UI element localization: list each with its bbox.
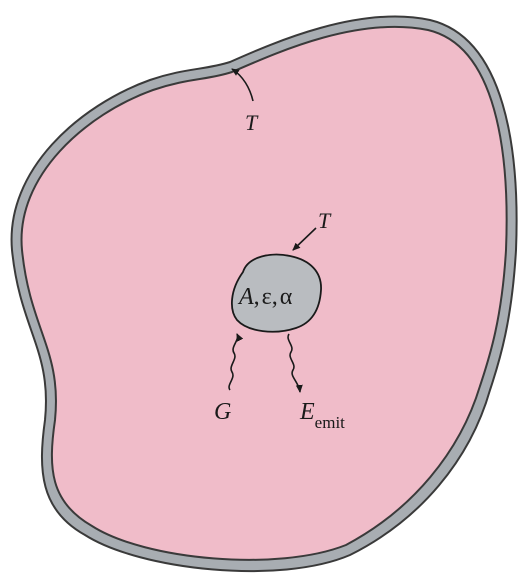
emission-arrow [287, 333, 303, 393]
emission-label: Eemit [299, 399, 345, 432]
body-temperature-arrow [292, 227, 317, 251]
body-property-labels: A,ε,α [237, 284, 293, 310]
emission-label-main: E [299, 399, 315, 425]
body-temperature-label: T [318, 208, 332, 233]
body-emissivity-label: ε [262, 284, 272, 310]
small-body [231, 253, 322, 333]
wall-temperature-label: T [245, 110, 259, 135]
irradiation-label: G [214, 399, 231, 425]
irradiation-arrow [228, 333, 244, 391]
emission-label-subscript: emit [315, 413, 345, 432]
body-absorptivity-label: α [280, 284, 293, 310]
wall-temperature-arrow [231, 68, 254, 102]
body-area-label: A [237, 284, 254, 310]
